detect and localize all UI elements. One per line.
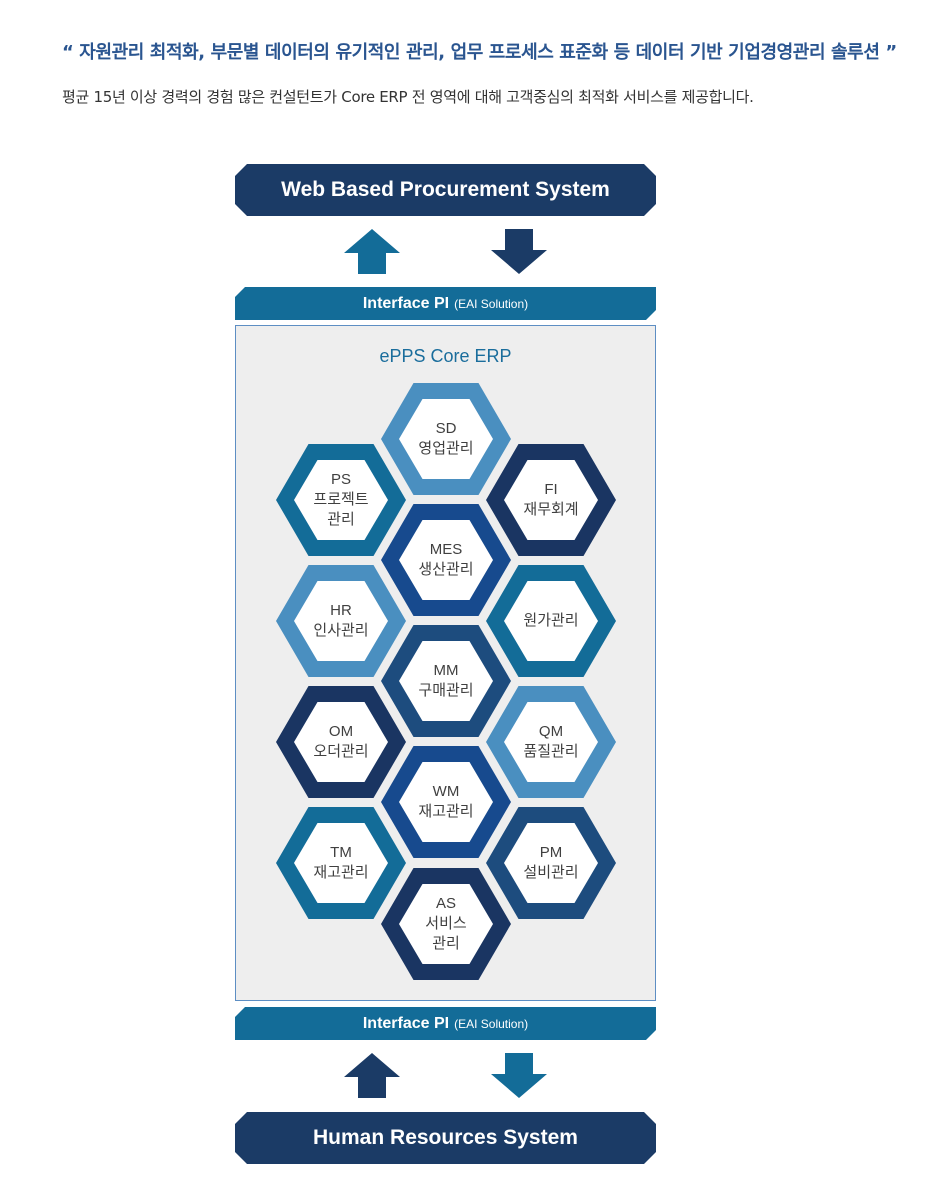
module-label: QM 품질관리 — [504, 702, 598, 782]
module-label-line: OM — [328, 723, 354, 740]
module-label-line: 생산관리 — [418, 561, 474, 578]
module-hexagon-mm: MM 구매관리 — [381, 625, 511, 737]
module-hexagon-mes: MES 생산관리 — [381, 504, 511, 616]
arrow-down-icon — [491, 229, 547, 274]
interface-bar-bottom: Interface PI (EAI Solution) — [235, 1007, 656, 1040]
arrow-up-icon — [344, 1053, 400, 1098]
interface-sublabel: (EAI Solution) — [454, 296, 529, 311]
module-label: OM 오더관리 — [294, 702, 388, 782]
module-label-line: 프로젝트 — [313, 491, 369, 508]
module-hexagon-qm: QM 품질관리 — [486, 686, 616, 798]
core-erp-title: ePPS Core ERP — [379, 346, 512, 366]
interface-sublabel: (EAI Solution) — [454, 1016, 529, 1031]
module-label: MM 구매관리 — [399, 641, 493, 721]
module-hexagon-pm: PM 설비관리 — [486, 807, 616, 919]
module-label-line: WM — [432, 783, 460, 800]
module-label-line: HR — [330, 602, 352, 619]
module-label-line: SD — [435, 420, 457, 437]
module-label-line: AS — [435, 895, 456, 912]
module-label-line: 재고관리 — [418, 803, 474, 820]
module-label-line: 품질관리 — [523, 743, 579, 760]
module-label-line: 오더관리 — [313, 743, 369, 760]
module-label-line: 서비스 — [425, 915, 467, 932]
module-hexagon-tm: TM 재고관리 — [276, 807, 406, 919]
module-hexagon-wm: WM 재고관리 — [381, 746, 511, 858]
bottom-system-bar: Human Resources System — [235, 1112, 656, 1164]
module-label-line: 영업관리 — [418, 440, 474, 457]
interface-bar-top: Interface PI (EAI Solution) — [235, 287, 656, 320]
module-label-line: 설비관리 — [523, 864, 579, 881]
module-label-line: 재무회계 — [523, 501, 579, 518]
arrow-down-icon — [491, 1053, 547, 1098]
module-label: SD 영업관리 — [399, 399, 493, 479]
interface-label: Interface PI — [362, 294, 450, 312]
module-label-line: MM — [433, 662, 459, 679]
module-hexagon-cost: 원가관리 — [486, 565, 616, 677]
module-label-line: MES — [429, 541, 463, 558]
module-label-line: PM — [539, 844, 563, 861]
top-system-label: Web Based Procurement System — [281, 178, 610, 201]
module-label: WM 재고관리 — [399, 762, 493, 842]
subline: 평균 15년 이상 경력의 경험 많은 컨설턴트가 Core ERP 전 영역에… — [62, 88, 754, 106]
module-label: HR 인사관리 — [294, 581, 388, 661]
headline: “ 자원관리 최적화, 부문별 데이터의 유기적인 관리, 업무 프로세스 표준… — [62, 42, 897, 63]
module-label-line: 원가관리 — [523, 612, 579, 629]
module-label-line: 구매관리 — [418, 682, 474, 699]
module-label: 원가관리 — [504, 581, 598, 661]
arrow-up-icon — [344, 229, 400, 274]
module-label: TM 재고관리 — [294, 823, 388, 903]
module-label: MES 생산관리 — [399, 520, 493, 600]
module-label: PM 설비관리 — [504, 823, 598, 903]
module-label: FI 재무회계 — [504, 460, 598, 540]
interface-label: Interface PI — [362, 1014, 450, 1032]
module-label-line: FI — [544, 481, 558, 498]
module-label-line: 재고관리 — [313, 864, 369, 881]
top-system-bar: Web Based Procurement System — [235, 164, 656, 216]
module-label-line: 인사관리 — [313, 622, 369, 639]
module-label-line: 관리 — [327, 511, 355, 528]
module-label-line: 관리 — [432, 935, 460, 952]
module-label-line: PS — [330, 471, 351, 488]
bottom-system-label: Human Resources System — [313, 1126, 578, 1149]
module-label-line: QM — [538, 723, 564, 740]
module-hexagon-om: OM 오더관리 — [276, 686, 406, 798]
module-hexagon-hr: HR 인사관리 — [276, 565, 406, 677]
module-label-line: TM — [330, 844, 352, 861]
